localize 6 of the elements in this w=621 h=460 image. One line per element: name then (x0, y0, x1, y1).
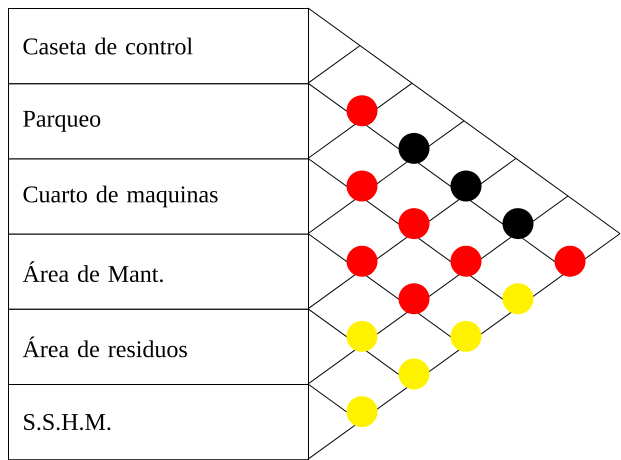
table-row: Parqueo (8, 83, 309, 160)
table-row: Área de Mant. (8, 234, 309, 310)
table-row: Caseta de control (8, 8, 309, 84)
table-row: Cuarto de maquinas (8, 158, 309, 235)
table-row: S.S.H.M. (8, 384, 309, 460)
table-row: Área de residuos (8, 308, 309, 385)
